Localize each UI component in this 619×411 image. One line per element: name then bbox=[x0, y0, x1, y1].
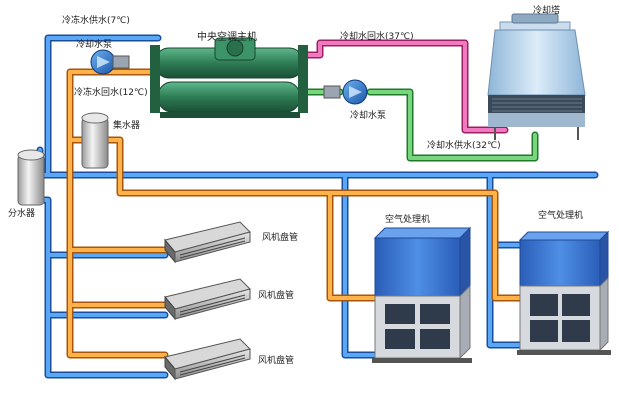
fan-coil-unit-1 bbox=[164, 221, 251, 264]
left-pump-icon bbox=[90, 49, 130, 75]
cooling-pump-left-label: 冷却水泵 bbox=[76, 38, 112, 50]
ahu-label-2: 空气处理机 bbox=[538, 209, 583, 221]
chilled-return-pipes bbox=[66, 68, 524, 359]
air-handling-unit-2 bbox=[517, 230, 611, 355]
ahu-label-1: 空气处理机 bbox=[385, 213, 430, 225]
cooling-return-label: 冷却水回水(37℃) bbox=[340, 30, 414, 42]
chilled-return-label: 冷冻水回水(12℃) bbox=[74, 86, 148, 98]
fan-coil-label-1: 风机盘管 bbox=[262, 231, 298, 243]
cooling-pump-right-label: 冷却水泵 bbox=[350, 109, 386, 121]
right-pump-icon bbox=[323, 79, 368, 105]
cooling-tower-label: 冷却塔 bbox=[533, 4, 560, 16]
fan-coil-label-3: 风机盘管 bbox=[258, 354, 294, 366]
fan-coil-unit-3 bbox=[164, 338, 251, 381]
collector-label: 集水器 bbox=[113, 119, 140, 131]
cooling-return-pipe bbox=[296, 39, 509, 134]
cooling-supply-label: 冷却水供水(32℃) bbox=[427, 139, 501, 151]
collector-tank bbox=[81, 112, 109, 169]
chiller-label: 中央空调主机 bbox=[197, 30, 257, 43]
fan-coil-label-2: 风机盘管 bbox=[258, 289, 294, 301]
chilled-supply-label: 冷冻水供水(7℃) bbox=[62, 14, 130, 26]
fan-coil-unit-2 bbox=[164, 278, 251, 321]
chiller-unit bbox=[150, 37, 308, 118]
air-handling-unit-1 bbox=[372, 226, 472, 363]
distributor-tank bbox=[17, 149, 45, 206]
cooling-tower bbox=[487, 13, 586, 140]
distributor-label: 分水器 bbox=[8, 207, 35, 219]
